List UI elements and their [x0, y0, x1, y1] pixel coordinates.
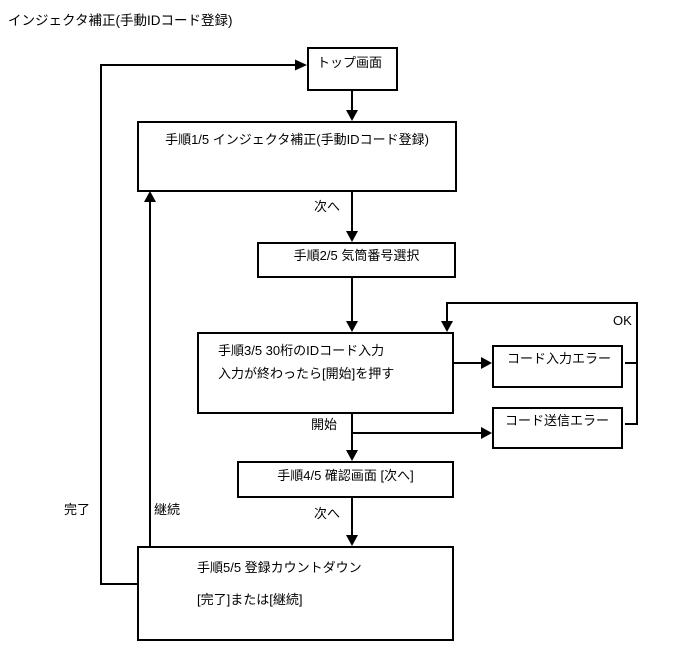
node-top-screen: トップ画面	[307, 47, 398, 91]
edge-ok-loop-line	[446, 302, 638, 425]
edge-step4-step5-arrowhead	[346, 535, 358, 546]
edge-step3-err1-arrowhead	[481, 357, 492, 369]
page-title: インジェクタ補正(手動IDコード登録)	[8, 13, 233, 28]
edge-label-continue: 継続	[154, 499, 181, 518]
node-step2: 手順2/5 気筒番号選択	[257, 242, 456, 278]
edge-continue-arrowhead	[144, 191, 156, 202]
edge-label-complete: 完了	[64, 499, 91, 518]
edge-complete-line	[100, 64, 296, 585]
node-step5: 手順5/5 登録カウントダウン [完了]または[継続]	[137, 546, 454, 641]
edge-start-branch-arrowhead	[481, 427, 492, 439]
node-step5-label-line1: 手順5/5 登録カウントダウン	[197, 560, 362, 575]
edge-complete-arrowhead	[295, 59, 307, 71]
edge-topscreen-step1-arrowhead	[346, 110, 358, 121]
node-step5-label-line2: [完了]または[継続]	[197, 592, 303, 607]
edge-step1-step2-arrowhead	[346, 231, 358, 242]
edge-label-next-2: 次へ	[314, 503, 341, 522]
node-code-send-error: コード送信エラー	[492, 407, 623, 449]
edge-start-arrowhead	[346, 450, 358, 461]
node-step1-label: 手順1/5 インジェクタ補正(手動IDコード登録)	[165, 132, 429, 147]
node-step3: 手順3/5 30桁のIDコード入力 入力が終わったら[開始]を押す	[197, 332, 454, 414]
edge-label-ok: OK	[613, 313, 632, 328]
node-code-send-error-label: コード送信エラー	[505, 413, 610, 428]
edge-label-next-1: 次へ	[314, 196, 341, 215]
node-step3-label-line1: 手順3/5 30桁のIDコード入力	[218, 343, 385, 358]
edge-step2-step3-arrowhead	[346, 321, 358, 332]
node-step4-label: 手順4/5 確認画面 [次へ]	[277, 468, 414, 483]
node-code-input-error: コード入力エラー	[492, 345, 623, 388]
node-step4: 手順4/5 確認画面 [次へ]	[237, 461, 454, 498]
node-code-input-error-label: コード入力エラー	[507, 351, 612, 366]
node-step1: 手順1/5 インジェクタ補正(手動IDコード登録)	[137, 121, 457, 192]
node-step2-label: 手順2/5 気筒番号選択	[293, 248, 420, 263]
node-step3-label-line2: 入力が終わったら[開始]を押す	[218, 366, 395, 381]
node-top-screen-label: トップ画面	[317, 55, 383, 70]
edge-ok-loop-arrowhead	[441, 321, 453, 332]
edge-label-start: 開始	[311, 414, 338, 433]
